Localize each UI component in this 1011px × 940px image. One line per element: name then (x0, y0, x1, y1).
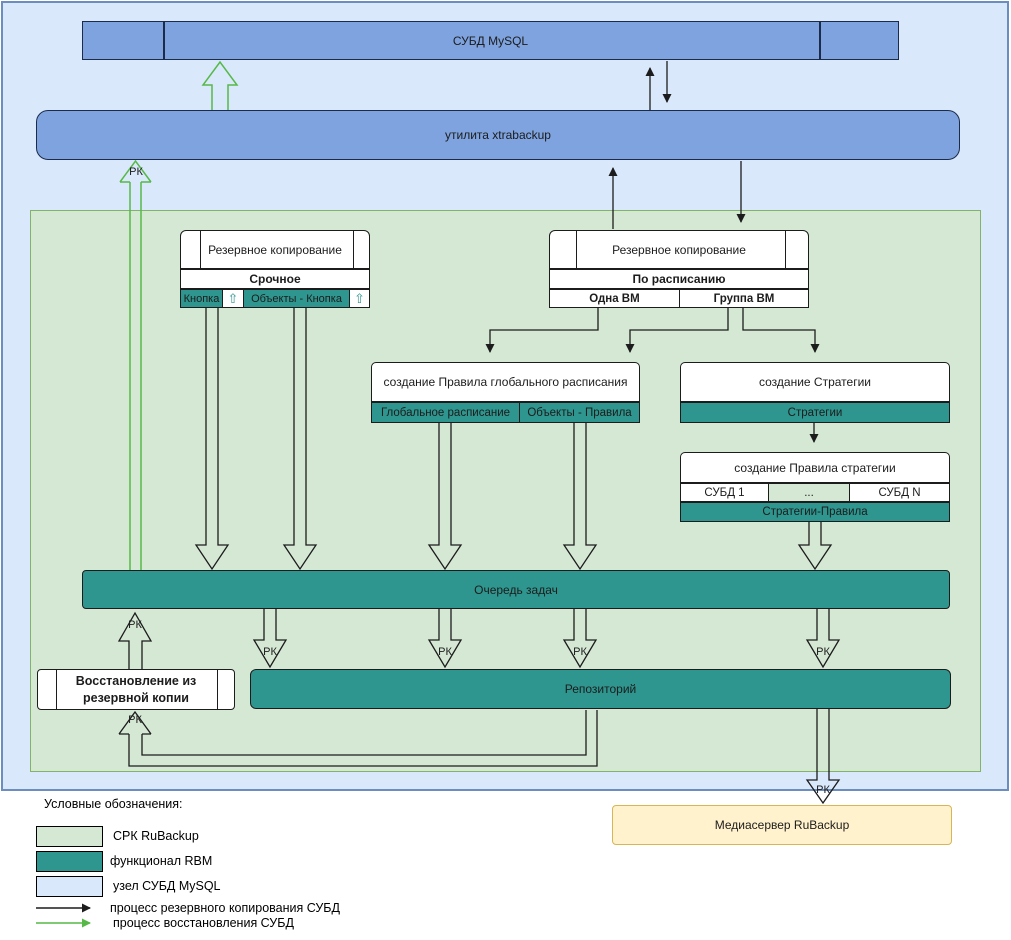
strategy-rule-node: создание Правила стратегии (680, 452, 950, 483)
task-queue-node: Очередь задач (82, 570, 950, 609)
strategy-creation-node: создание Стратегии (680, 362, 950, 402)
mysql-node: СУБД MySQL (82, 21, 899, 60)
rk-label: РК (816, 646, 830, 658)
strategy-creation-title: создание Стратегии (759, 375, 871, 389)
button-upload-cell: ⇧ (222, 289, 244, 308)
legend-swatch-rbm (36, 851, 103, 872)
subd1-label: СУБД 1 (704, 486, 745, 499)
legend-swatch-mysql-host (36, 876, 103, 897)
vm-group-label: Группа ВМ (713, 292, 775, 305)
xtrabackup-node-label: утилита xtrabackup (445, 128, 551, 142)
subdN-cell: СУБД N (849, 483, 950, 502)
divider (56, 670, 58, 709)
strategy-rule-title: создание Правила стратегии (734, 460, 896, 475)
task-queue-label: Очередь задач (474, 582, 558, 597)
mediaserver-node: Медиасервер RuBackup (612, 805, 952, 845)
urgent-backup-node: Резервное копирование (180, 230, 370, 269)
legend-item-label: процесс резервного копирования СУБД (110, 901, 340, 915)
repository-label: Репозиторий (564, 682, 637, 696)
urgent-mode-label: Срочное (249, 272, 301, 286)
subdN-label: СУБД N (878, 486, 921, 499)
rk-label: РК (128, 619, 142, 631)
strategies-rules-bar: Стратегии-Правила (680, 502, 950, 522)
scheduled-backup-title: Резервное копирование (612, 242, 746, 257)
objects-upload-cell: ⇧ (349, 289, 370, 308)
scheduled-backup-node: Резервное копирование (549, 230, 809, 269)
restore-label: Восстановление из резервной копии (75, 674, 197, 705)
objects-button-cell-label: Объекты - Кнопка (251, 292, 342, 305)
strategies-label: Стратегии (787, 406, 843, 419)
urgent-backup-title: Резервное копирование (208, 242, 342, 257)
global-schedule-rule-title: создание Правила глобального расписания (383, 375, 628, 389)
subd-ellipsis-cell: ... (768, 483, 850, 502)
objects-rules-cell: Объекты - Правила (519, 402, 640, 423)
scheduled-mode-bar: По расписанию (549, 269, 809, 289)
strategies-rules-label: Стратегии-Правила (762, 506, 868, 518)
repository-node: Репозиторий (250, 669, 951, 709)
legend-item-label: процесс восстановления СУБД (113, 916, 294, 930)
rk-label: РК (128, 714, 142, 726)
vm-group-cell: Группа ВМ (679, 289, 809, 308)
rk-label: РК (438, 646, 452, 658)
subd-ellipsis-label: ... (804, 486, 814, 499)
upload-icon: ⇧ (227, 291, 239, 306)
rk-label: РК (573, 646, 587, 658)
divider (576, 231, 578, 268)
legend-item-label: узел СУБД MySQL (113, 879, 221, 893)
scheduled-mode-label: По расписанию (632, 272, 726, 286)
subd1-cell: СУБД 1 (680, 483, 769, 502)
mediaserver-label: Медиасервер RuBackup (714, 818, 850, 832)
global-schedule-rule-node: создание Правила глобального расписания (371, 362, 640, 402)
rk-label: РК (263, 646, 277, 658)
upload-icon: ⇧ (354, 291, 365, 306)
divider (785, 231, 787, 268)
divider (200, 231, 202, 268)
single-vm-cell: Одна ВМ (549, 289, 680, 308)
legend-item-label: функционал RBM (110, 854, 213, 868)
xtrabackup-node: утилита xtrabackup (36, 110, 960, 160)
urgent-mode-bar: Срочное (180, 269, 370, 289)
global-schedule-label: Глобальное расписание (380, 406, 511, 419)
divider (163, 22, 165, 59)
legend-item-label: СРК RuBackup (113, 829, 199, 843)
button-cell: Кнопка (180, 289, 223, 308)
rk-label: РК (129, 166, 143, 178)
mysql-node-label: СУБД MySQL (452, 33, 529, 48)
button-cell-label: Кнопка (183, 292, 220, 305)
global-schedule-cell: Глобальное расписание (371, 402, 520, 423)
divider (217, 670, 219, 709)
strategies-bar: Стратегии (680, 402, 950, 423)
objects-button-cell: Объекты - Кнопка (243, 289, 350, 308)
restore-node: Восстановление из резервной копии (37, 669, 235, 710)
legend-swatch-rubackup (36, 826, 103, 847)
objects-rules-label: Объекты - Правила (527, 406, 632, 419)
legend-title: Условные обозначения: (44, 797, 183, 811)
divider (819, 22, 821, 59)
rk-label: РК (816, 784, 830, 796)
single-vm-label: Одна ВМ (589, 292, 640, 305)
divider (353, 231, 355, 268)
